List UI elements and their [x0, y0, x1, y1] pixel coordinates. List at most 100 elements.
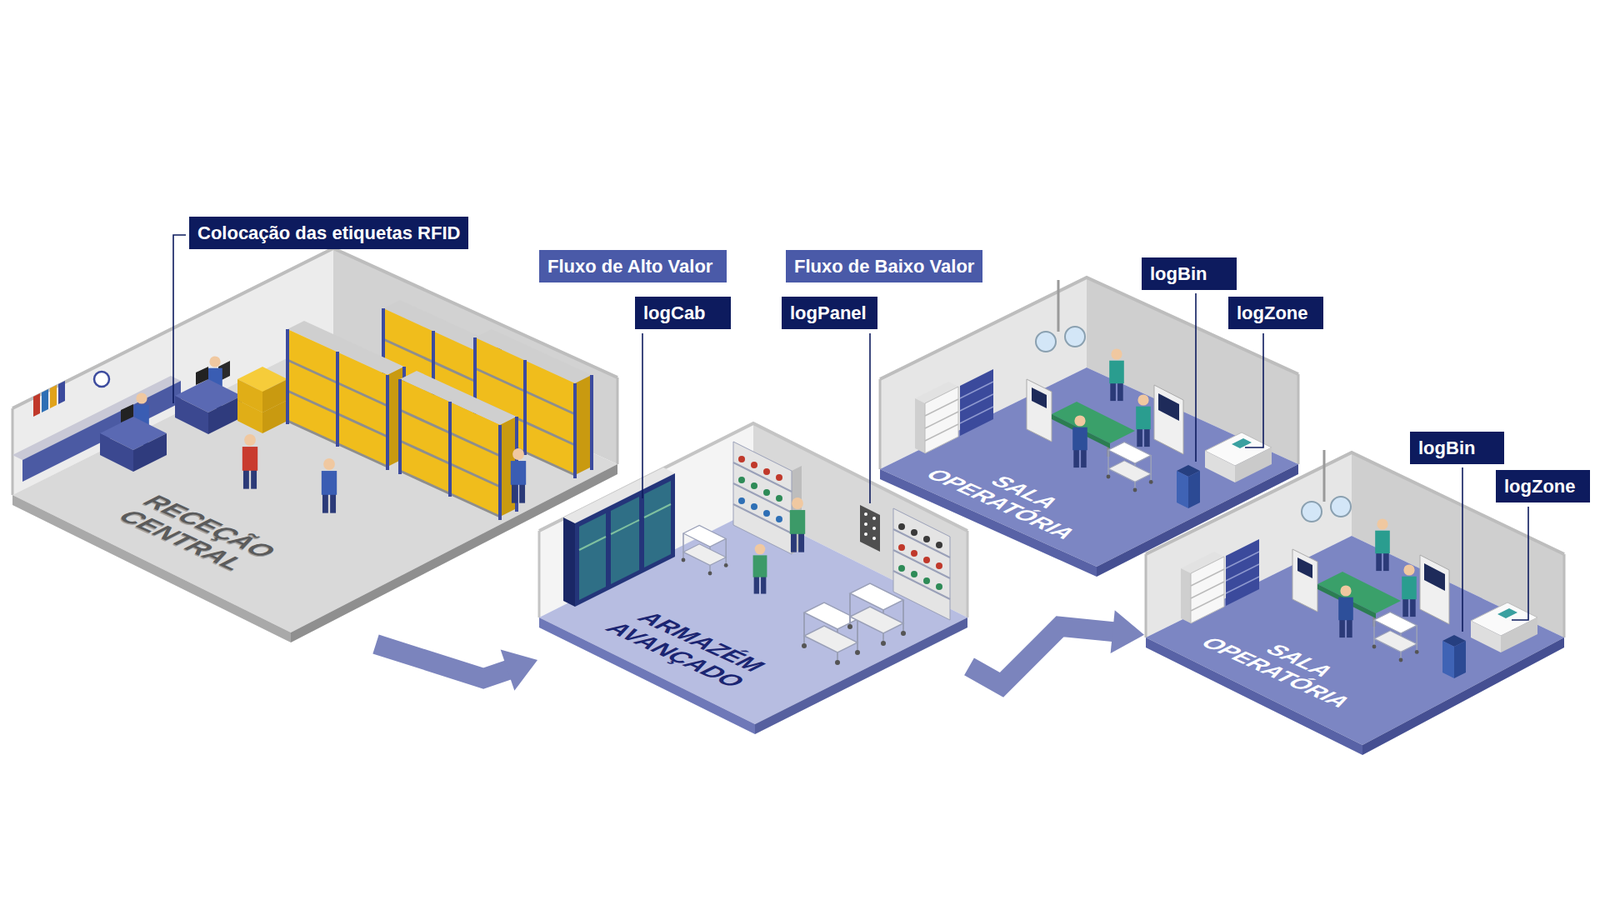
flow-arrow-body: [375, 644, 512, 679]
leader-lines: [641, 333, 644, 499]
advanced-store-furniture: [775, 495, 783, 502]
flow-arrow: [375, 644, 538, 691]
wall-edge: [966, 530, 970, 618]
label-text: logPanel: [790, 301, 870, 325]
floor-slab: [1362, 637, 1565, 755]
room-floor-shape: [12, 335, 618, 633]
callout-label: logBin: [1141, 257, 1237, 290]
advanced-store-furniture: [893, 529, 950, 600]
advanced-store-furniture: [763, 489, 770, 496]
leader-lines: [1461, 467, 1464, 632]
callout-label: logPanel: [781, 296, 878, 330]
reception-furniture: [237, 379, 263, 413]
advanced-store-furniture: [898, 565, 905, 572]
room-floor-shape: [1145, 535, 1565, 745]
callout-label: logZone: [1495, 470, 1590, 503]
advanced-store-furniture: [935, 583, 943, 590]
advanced-store-furniture: [610, 496, 640, 585]
reception-furniture: [41, 389, 49, 413]
wall-edge: [616, 377, 620, 465]
label-text: Fluxo de Baixo Valor: [794, 255, 975, 278]
advanced-store-furniture: [644, 504, 671, 518]
advanced-store-furniture: [935, 541, 943, 549]
label-text: Colocação das etiquetas RFID: [197, 221, 460, 245]
advanced-store-furniture: [750, 503, 758, 510]
advanced-store-furniture: [738, 497, 745, 505]
advanced-store-furniture: [923, 577, 930, 585]
advanced-store-furniture: [910, 570, 918, 578]
advanced-store-furniture: [864, 522, 868, 526]
advanced-store-furniture: [579, 513, 606, 600]
advanced-store-furniture: [898, 544, 943, 570]
arrow-head: [1110, 610, 1145, 654]
wall-edge: [11, 408, 15, 495]
label-text: logBin: [1418, 436, 1496, 460]
wall-edge: [1297, 374, 1300, 465]
callout-label: logBin: [1410, 431, 1505, 465]
advanced-store-furniture: [910, 550, 918, 557]
advanced-store-furniture: [872, 536, 876, 540]
leader-lines: [1195, 293, 1197, 462]
advanced-store-furniture: [872, 516, 876, 520]
advanced-store-furniture: [579, 536, 606, 550]
label-text: logZone: [1504, 475, 1582, 498]
label-text: logCab: [643, 301, 723, 325]
advanced-store-furniture: [775, 474, 783, 481]
advanced-store-furniture: [864, 512, 876, 540]
reception-furniture: [94, 371, 110, 387]
wall-cap: [12, 248, 618, 409]
advanced-store-furniture: [893, 570, 950, 600]
room-floor-shape: [539, 510, 968, 725]
advanced-store-furniture: [610, 520, 640, 535]
advanced-store-furniture: [898, 523, 905, 530]
advanced-store-furniture: [750, 482, 758, 490]
advanced-store-furniture: [923, 535, 930, 543]
wall-edge: [879, 379, 882, 470]
reception-furniture: [120, 404, 134, 423]
wall-edge: [1145, 554, 1148, 638]
wall-edge: [1563, 554, 1566, 638]
advanced-store-furniture: [763, 510, 770, 517]
advanced-store-furniture: [733, 462, 792, 534]
label-text: logBin: [1150, 262, 1229, 285]
advanced-store-furniture: [733, 504, 792, 534]
callout-label: logCab: [635, 296, 731, 330]
callout-label: logZone: [1228, 296, 1324, 330]
label-text: Fluxo de Alto Valor: [547, 255, 719, 278]
advanced-store-furniture: [910, 529, 918, 536]
advanced-store-furniture: [923, 556, 930, 564]
advanced-store-furniture: [935, 562, 943, 570]
flow-arrow-body: [969, 626, 1118, 685]
reception-furniture: [58, 380, 65, 405]
leader-lines: [869, 333, 871, 504]
floor-slab: [755, 617, 968, 735]
advanced-store-furniture: [763, 468, 770, 475]
reception-furniture: [33, 393, 40, 417]
callout-label: Colocação das etiquetas RFID: [189, 216, 469, 250]
advanced-store-furniture: [738, 455, 745, 463]
advanced-store-furniture: [563, 517, 575, 607]
advanced-store-furniture: [872, 526, 876, 530]
advanced-store-furniture: [898, 544, 905, 551]
callout-label: Fluxo de Baixo Valor: [785, 250, 983, 283]
flow-arrow: [969, 610, 1145, 685]
label-text: logZone: [1236, 301, 1315, 325]
callout-label: Fluxo de Alto Valor: [539, 250, 727, 283]
advanced-store-furniture: [898, 565, 943, 590]
advanced-store-furniture: [738, 476, 783, 502]
advanced-store-furniture: [644, 480, 671, 568]
wall-edge: [538, 530, 541, 618]
advanced-store-furniture: [864, 512, 868, 516]
advanced-store-furniture: [738, 497, 783, 523]
wall-cap: [880, 277, 1299, 380]
advanced-store-furniture: [775, 515, 783, 523]
advanced-store-furniture: [579, 504, 671, 550]
advanced-store-furniture: [864, 532, 868, 536]
advanced-store-furniture: [893, 550, 950, 579]
advanced-store-furniture: [750, 461, 758, 469]
reception-furniture: [50, 385, 57, 409]
